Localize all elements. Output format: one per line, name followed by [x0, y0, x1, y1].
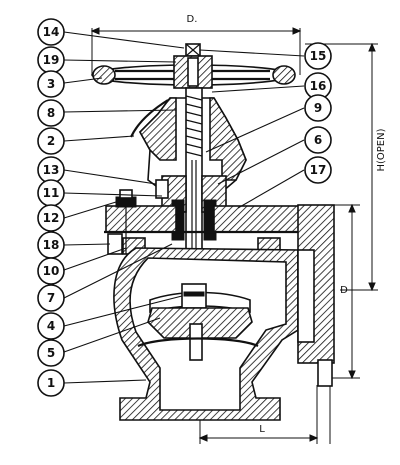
callout-9: 9	[304, 94, 332, 122]
callout-14: 14	[37, 18, 65, 46]
svg-text:10: 10	[43, 264, 60, 278]
yoke	[130, 97, 247, 193]
dimension-face-to-face: L	[198, 385, 331, 444]
svg-text:18: 18	[43, 238, 60, 252]
svg-text:7: 7	[47, 291, 55, 305]
svg-text:14: 14	[43, 25, 60, 39]
flange-diameter-label: D	[340, 285, 348, 296]
callout-5: 5	[37, 339, 65, 367]
callout-8: 8	[37, 99, 65, 127]
svg-text:8: 8	[47, 106, 55, 120]
callout-1: 1	[37, 369, 65, 397]
svg-text:11: 11	[43, 186, 60, 200]
leader-lines	[63, 31, 305, 384]
outlet-flange	[297, 204, 335, 387]
svg-text:13: 13	[43, 163, 60, 177]
dimension-height-open: H(OPEN)	[305, 42, 387, 292]
svg-text:4: 4	[47, 319, 55, 333]
callout-18: 18	[37, 231, 65, 259]
dimension-top-width: D.	[90, 14, 302, 75]
callout-13: 13	[37, 156, 65, 184]
callout-2: 2	[37, 127, 65, 155]
callout-12: 12	[37, 204, 65, 232]
callout-7: 7	[37, 284, 65, 312]
height-open-label: H(OPEN)	[376, 128, 387, 171]
svg-text:19: 19	[43, 53, 60, 67]
svg-text:1: 1	[47, 376, 55, 390]
face-to-face-label: L	[259, 424, 265, 435]
callout-4: 4	[37, 312, 65, 340]
svg-text:12: 12	[43, 211, 60, 225]
callout-16: 16	[304, 72, 332, 100]
callout-3: 3	[37, 70, 65, 98]
svg-text:9: 9	[314, 101, 322, 115]
callout-15: 15	[304, 42, 332, 70]
svg-text:17: 17	[310, 163, 327, 177]
callout-11: 11	[37, 179, 65, 207]
callout-6: 6	[304, 126, 332, 154]
callout-17: 17	[304, 156, 332, 184]
svg-text:15: 15	[310, 49, 327, 63]
callout-10: 10	[37, 257, 65, 285]
gland-and-packing	[104, 175, 312, 255]
svg-text:2: 2	[47, 134, 55, 148]
callout-19: 19	[37, 46, 65, 74]
stem-nut	[173, 43, 213, 89]
gland-bolt	[115, 179, 169, 254]
svg-text:3: 3	[47, 77, 55, 91]
top-width-label: D.	[187, 14, 198, 25]
svg-text:16: 16	[310, 79, 327, 93]
dimension-flange-diameter: D	[330, 203, 360, 380]
svg-text:6: 6	[314, 133, 322, 147]
svg-text:5: 5	[47, 346, 55, 360]
